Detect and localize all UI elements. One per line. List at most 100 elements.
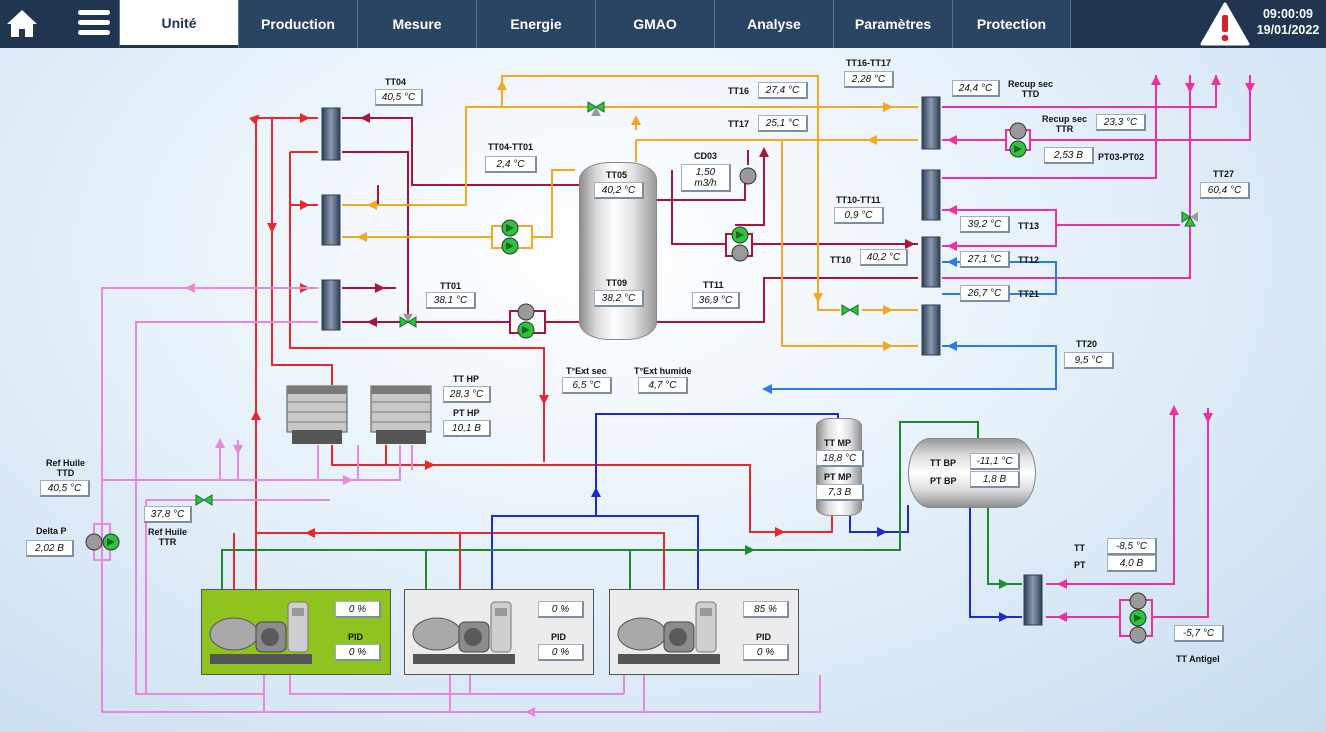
- compressor-2-pid: 0 %: [538, 644, 584, 661]
- compressor-1-load: 0 %: [335, 601, 381, 618]
- compressor-3-pid: 0 %: [743, 644, 789, 661]
- compressor-1-pid-label: PID: [348, 632, 364, 642]
- label-tt09: TT09: [606, 278, 628, 288]
- value-tt04-tt01: 2,4 °C: [485, 156, 537, 173]
- label-tt-mp: TT MP: [824, 438, 851, 448]
- label-tt16-tt17: TT16-TT17: [846, 58, 892, 68]
- value-tt17: 25,1 °C: [758, 115, 808, 132]
- value-tt-mp: 18,8 °C: [816, 450, 864, 467]
- label-pt-bp: PT BP: [930, 476, 957, 486]
- value-ext-humide: 4,7 °C: [638, 377, 688, 394]
- value-tt-bp: -11,1 °C: [970, 453, 1020, 470]
- value-tt27: 60,4 °C: [1200, 182, 1250, 199]
- compressor-icon: [209, 601, 312, 664]
- label-delta-p: Delta P: [36, 526, 67, 536]
- value-tt11: 36,9 °C: [692, 292, 740, 309]
- compressor-icon: [412, 601, 515, 664]
- dry-coolers: [286, 385, 432, 444]
- hamburger-icon: [78, 10, 110, 35]
- label-recup-sec-ttd: Recup sec TTD: [1008, 79, 1054, 99]
- label-ref-huile-ttr: Ref Huile TTR: [148, 527, 188, 547]
- compressor-panel-3[interactable]: 85 % PID 0 %: [609, 589, 799, 675]
- compressor-2-load: 0 %: [538, 601, 584, 618]
- label-tt27: TT27: [1213, 169, 1235, 179]
- label-tt17: TT17: [728, 119, 750, 129]
- heat-exchanger-bank: [321, 96, 1043, 626]
- label-tt04: TT04: [385, 77, 407, 87]
- synoptic-canvas: TT04 40,5 °C TT04-TT01 2,4 °C TT05 40,2 …: [0, 48, 1326, 732]
- clock: 09:00:09 19/01/2022: [1252, 6, 1324, 38]
- value-tt-hp: 28,3 °C: [443, 386, 491, 403]
- value-tt20: 9,5 °C: [1064, 352, 1114, 369]
- value-tt13: 39,2 °C: [960, 216, 1010, 233]
- home-button[interactable]: [0, 0, 44, 48]
- compressor-1-pid: 0 %: [335, 644, 381, 661]
- compressor-panel-1[interactable]: 0 % PID 0 %: [201, 589, 391, 675]
- tab-gmao[interactable]: GMAO: [595, 0, 714, 48]
- home-icon: [7, 10, 37, 37]
- compressor-3-pid-label: PID: [756, 632, 772, 642]
- value-ext-sec: 6,5 °C: [562, 377, 612, 394]
- compressor-icon: [617, 601, 720, 664]
- label-tt05: TT05: [606, 170, 628, 180]
- label-tt10: TT10: [830, 255, 852, 265]
- value-pt03-pt02: 2,53 B: [1044, 147, 1094, 164]
- label-tt12: TT12: [1018, 255, 1040, 265]
- tab-mesure[interactable]: Mesure: [357, 0, 476, 48]
- value-tt: -8,5 °C: [1107, 538, 1157, 555]
- tab-energie[interactable]: Energie: [476, 0, 595, 48]
- clock-date: 19/01/2022: [1256, 23, 1320, 37]
- label-pt03-pt02: PT03-PT02: [1098, 152, 1145, 162]
- value-tt09: 38,2 °C: [594, 290, 644, 307]
- label-tt-hp: TT HP: [453, 374, 479, 384]
- value-delta-p: 2,02 B: [26, 540, 74, 557]
- label-tt20: TT20: [1076, 339, 1098, 349]
- label-cd03: CD03: [694, 151, 718, 161]
- tab-analyse[interactable]: Analyse: [714, 0, 833, 48]
- value-tt01: 38,1 °C: [426, 292, 476, 309]
- label-tt10-tt11: TT10-TT11: [836, 195, 881, 205]
- label-tt16: TT16: [728, 86, 750, 96]
- tab-parametres[interactable]: Paramètres: [833, 0, 952, 48]
- value-ref-huile-ttd: 40,5 °C: [40, 480, 90, 497]
- label-recup-sec-ttr: Recup sec TTR: [1042, 114, 1088, 134]
- label-tt11: TT11: [703, 280, 724, 290]
- label-pt-mp: PT MP: [824, 472, 852, 482]
- label-tt21: TT21: [1018, 289, 1040, 299]
- top-nav-bar: Unité Production Mesure Energie GMAO Ana…: [0, 0, 1326, 48]
- alarm-button[interactable]: [1198, 0, 1252, 48]
- value-tt04: 40,5 °C: [375, 89, 423, 106]
- label-ref-huile-ttd: Ref Huile TTD: [46, 458, 86, 478]
- label-pt: PT: [1074, 560, 1086, 570]
- value-tt16-tt17: 2,28 °C: [844, 71, 894, 88]
- value-tt12: 27,1 °C: [960, 251, 1010, 268]
- label-ext-humide: T°Ext humide: [634, 366, 692, 376]
- value-pt-mp: 7,3 B: [816, 484, 864, 501]
- value-tt-antigel: -5,7 °C: [1174, 625, 1224, 642]
- value-recup-sec-ttd: 24,4 °C: [952, 80, 1000, 97]
- label-tt: TT: [1074, 543, 1085, 553]
- label-tt-bp: TT BP: [930, 458, 956, 468]
- compressor-panel-2[interactable]: 0 % PID 0 %: [404, 589, 594, 675]
- value-pt-hp: 10,1 B: [443, 420, 491, 437]
- value-tt05: 40,2 °C: [594, 182, 644, 199]
- label-ext-sec: T°Ext sec: [566, 366, 607, 376]
- tab-protection[interactable]: Protection: [952, 0, 1071, 48]
- label-tt13: TT13: [1018, 221, 1040, 231]
- label-tt-antigel: TT Antigel: [1176, 654, 1220, 664]
- value-pt: 4,0 B: [1107, 555, 1157, 572]
- mp-vessel: [816, 418, 862, 516]
- tab-production[interactable]: Production: [238, 0, 357, 48]
- value-tt16: 27,4 °C: [758, 82, 808, 99]
- label-tt01: TT01: [440, 281, 462, 291]
- value-tt21: 26,7 °C: [960, 285, 1010, 302]
- menu-button[interactable]: [70, 0, 118, 48]
- value-tt10: 40,2 °C: [860, 249, 908, 266]
- valves: [195, 101, 1198, 506]
- tab-unite[interactable]: Unité: [119, 0, 238, 48]
- value-tt10-tt11: 0,9 °C: [834, 207, 884, 224]
- compressor-3-load: 85 %: [743, 601, 789, 618]
- label-pt-hp: PT HP: [453, 408, 480, 418]
- compressor-2-pid-label: PID: [551, 632, 567, 642]
- clock-time: 09:00:09: [1262, 7, 1314, 21]
